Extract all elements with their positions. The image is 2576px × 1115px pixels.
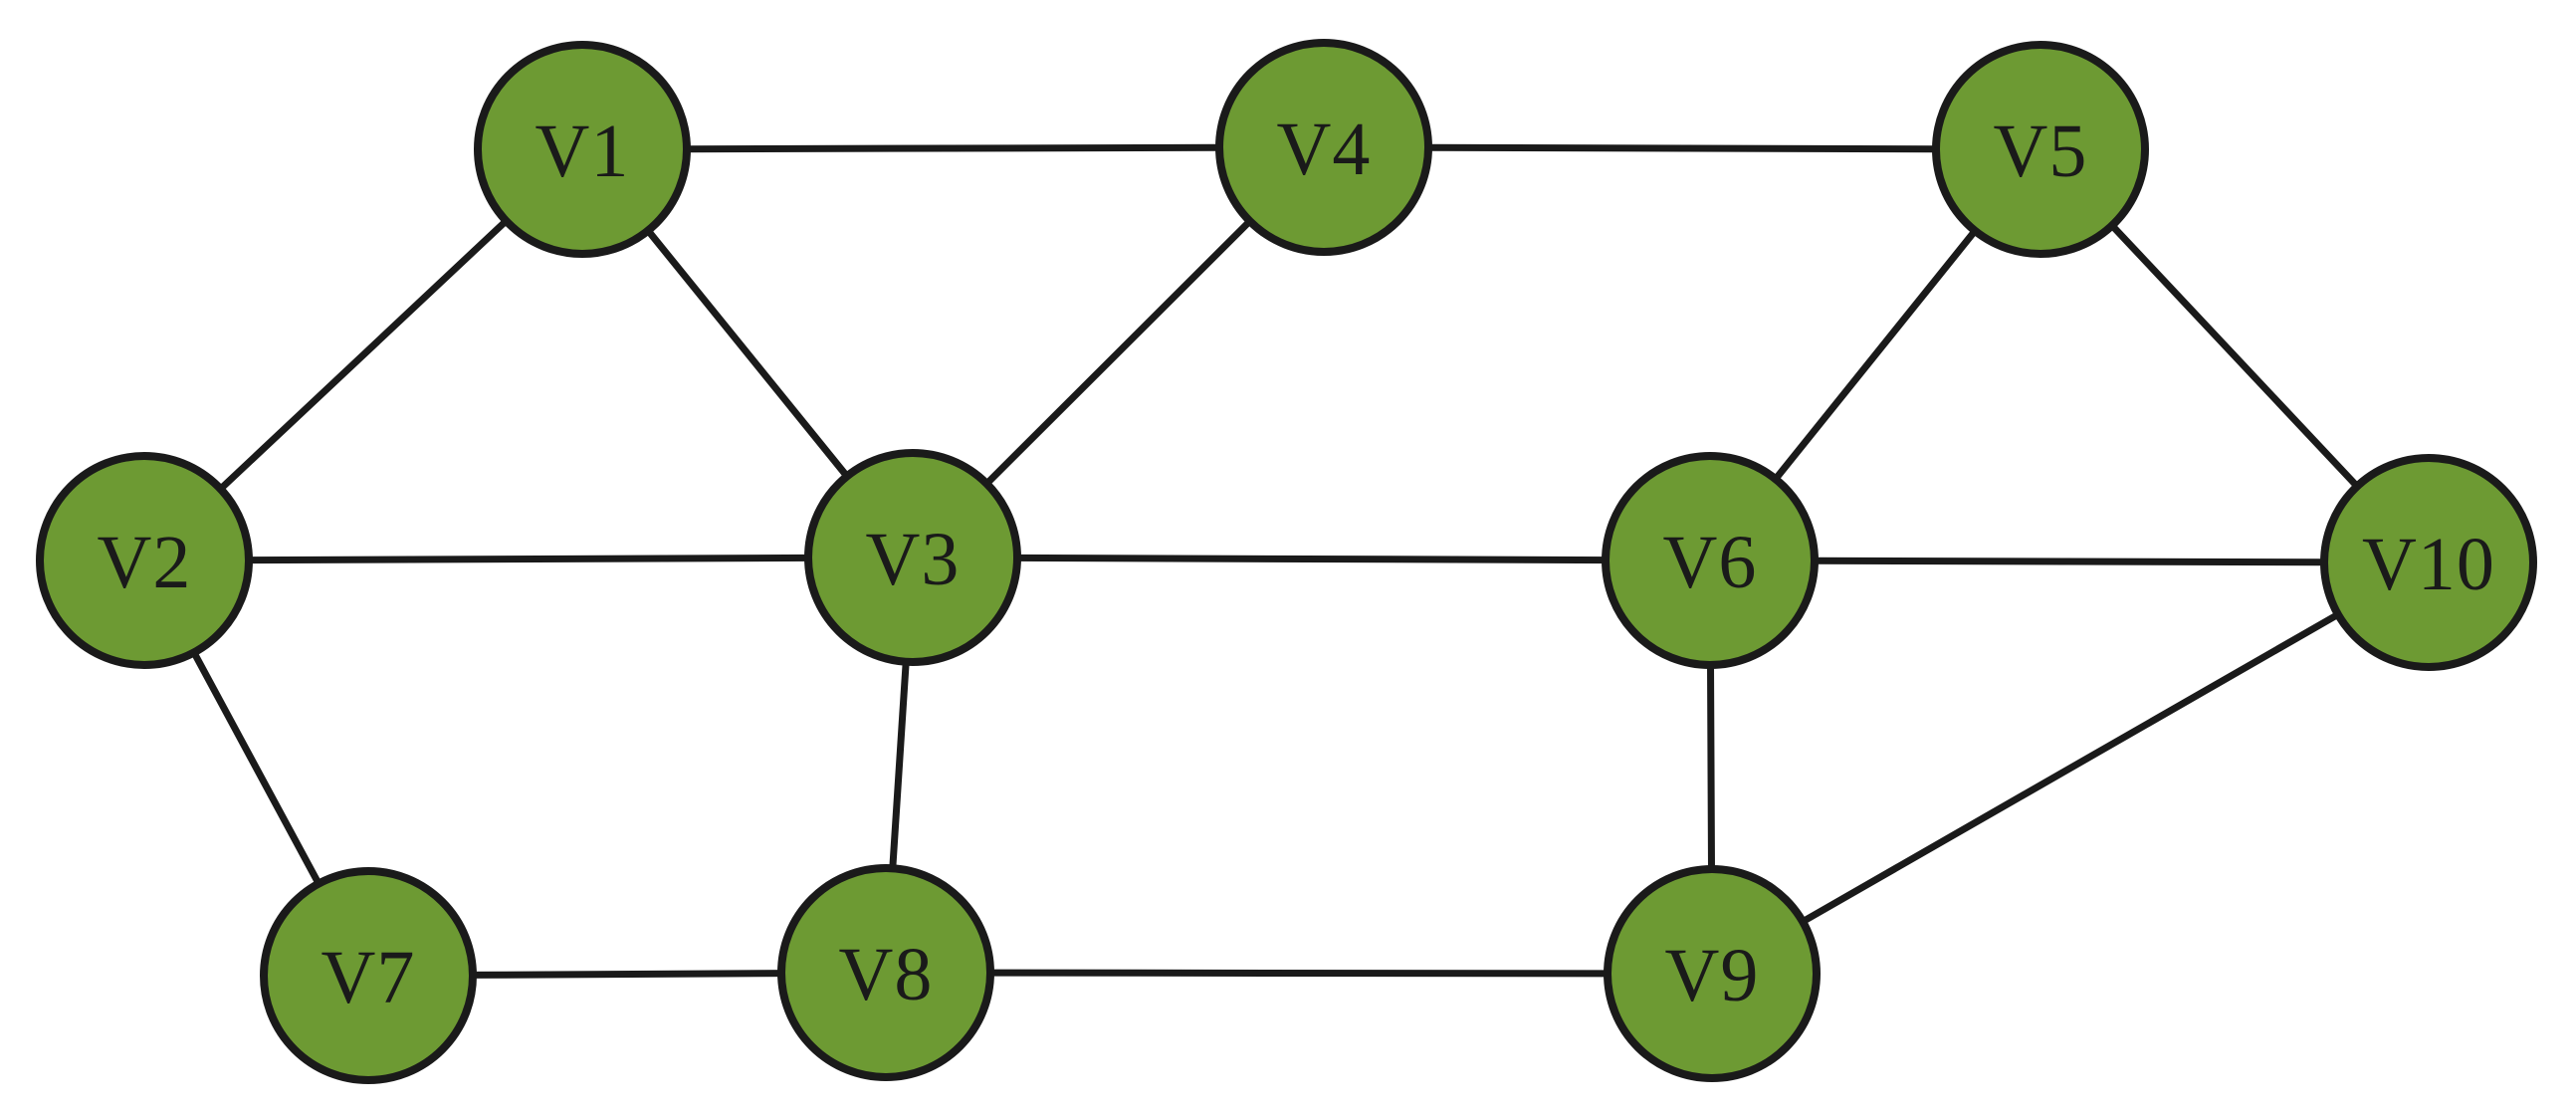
graph-edge-v3-v8 bbox=[889, 654, 910, 876]
graph-edge-v9-v10 bbox=[1796, 608, 2345, 928]
graph-edge-v3-v6 bbox=[1009, 554, 1613, 564]
graph-node-circle-v2[interactable] bbox=[36, 452, 253, 669]
graph-node-label-v8: V8 bbox=[839, 933, 934, 1016]
graph-node-v9[interactable]: V9 bbox=[1604, 865, 1821, 1082]
graph-edge-v1-v2 bbox=[214, 214, 513, 496]
graph-node-circle-v9[interactable] bbox=[1604, 865, 1821, 1082]
graph-node-circle-v3[interactable] bbox=[804, 449, 1021, 666]
graph-node-circle-v6[interactable] bbox=[1602, 452, 1819, 669]
graph-edge-v1-v3 bbox=[642, 223, 853, 484]
graph-node-circle-v1[interactable] bbox=[474, 41, 691, 258]
graph-node-label-v4: V4 bbox=[1277, 108, 1372, 191]
graph-node-label-v10: V10 bbox=[2362, 523, 2495, 606]
graph-node-circle-v8[interactable] bbox=[777, 864, 994, 1081]
graph-edge-v8-v9 bbox=[982, 969, 1615, 978]
graph-edge-v2-v3 bbox=[241, 554, 816, 564]
graph-node-v2[interactable]: V2 bbox=[36, 452, 253, 669]
graph-node-v6[interactable]: V6 bbox=[1602, 452, 1819, 669]
graph-node-circle-v4[interactable] bbox=[1215, 39, 1432, 256]
graph-node-v7[interactable]: V7 bbox=[260, 867, 477, 1084]
edge-layer bbox=[188, 143, 2364, 979]
graph-node-circle-v7[interactable] bbox=[260, 867, 477, 1084]
graph-node-label-v9: V9 bbox=[1665, 934, 1760, 1017]
graph-node-label-v6: V6 bbox=[1663, 521, 1758, 604]
graph-node-v4[interactable]: V4 bbox=[1215, 39, 1432, 256]
graph-node-label-v7: V7 bbox=[322, 936, 416, 1019]
graph-node-label-v3: V3 bbox=[866, 518, 961, 601]
graph-edge-v5-v10 bbox=[2105, 219, 2364, 493]
graph-node-v8[interactable]: V8 bbox=[777, 864, 994, 1081]
graph-edge-v4-v5 bbox=[1420, 143, 1944, 153]
graph-node-circle-v10[interactable] bbox=[2320, 454, 2537, 671]
graph-node-v5[interactable]: V5 bbox=[1932, 41, 2149, 258]
graph-edge-v6-v10 bbox=[1807, 557, 2332, 566]
graph-node-v10[interactable]: V10 bbox=[2320, 454, 2537, 671]
graph-node-label-v2: V2 bbox=[98, 521, 192, 604]
graph-node-label-v1: V1 bbox=[536, 110, 630, 193]
graph-node-v3[interactable]: V3 bbox=[804, 449, 1021, 666]
graph-edge-v7-v8 bbox=[465, 970, 789, 979]
graph-node-circle-v5[interactable] bbox=[1932, 41, 2149, 258]
graph-node-v1[interactable]: V1 bbox=[474, 41, 691, 258]
graph-node-label-v5: V5 bbox=[1994, 110, 2088, 193]
graph-edge-v6-v9 bbox=[1706, 657, 1716, 877]
graph-edge-v3-v4 bbox=[980, 214, 1256, 491]
graph-edge-v1-v4 bbox=[679, 143, 1227, 153]
graph-edge-v2-v7 bbox=[188, 645, 324, 891]
graph-edge-v5-v6 bbox=[1769, 224, 1982, 486]
